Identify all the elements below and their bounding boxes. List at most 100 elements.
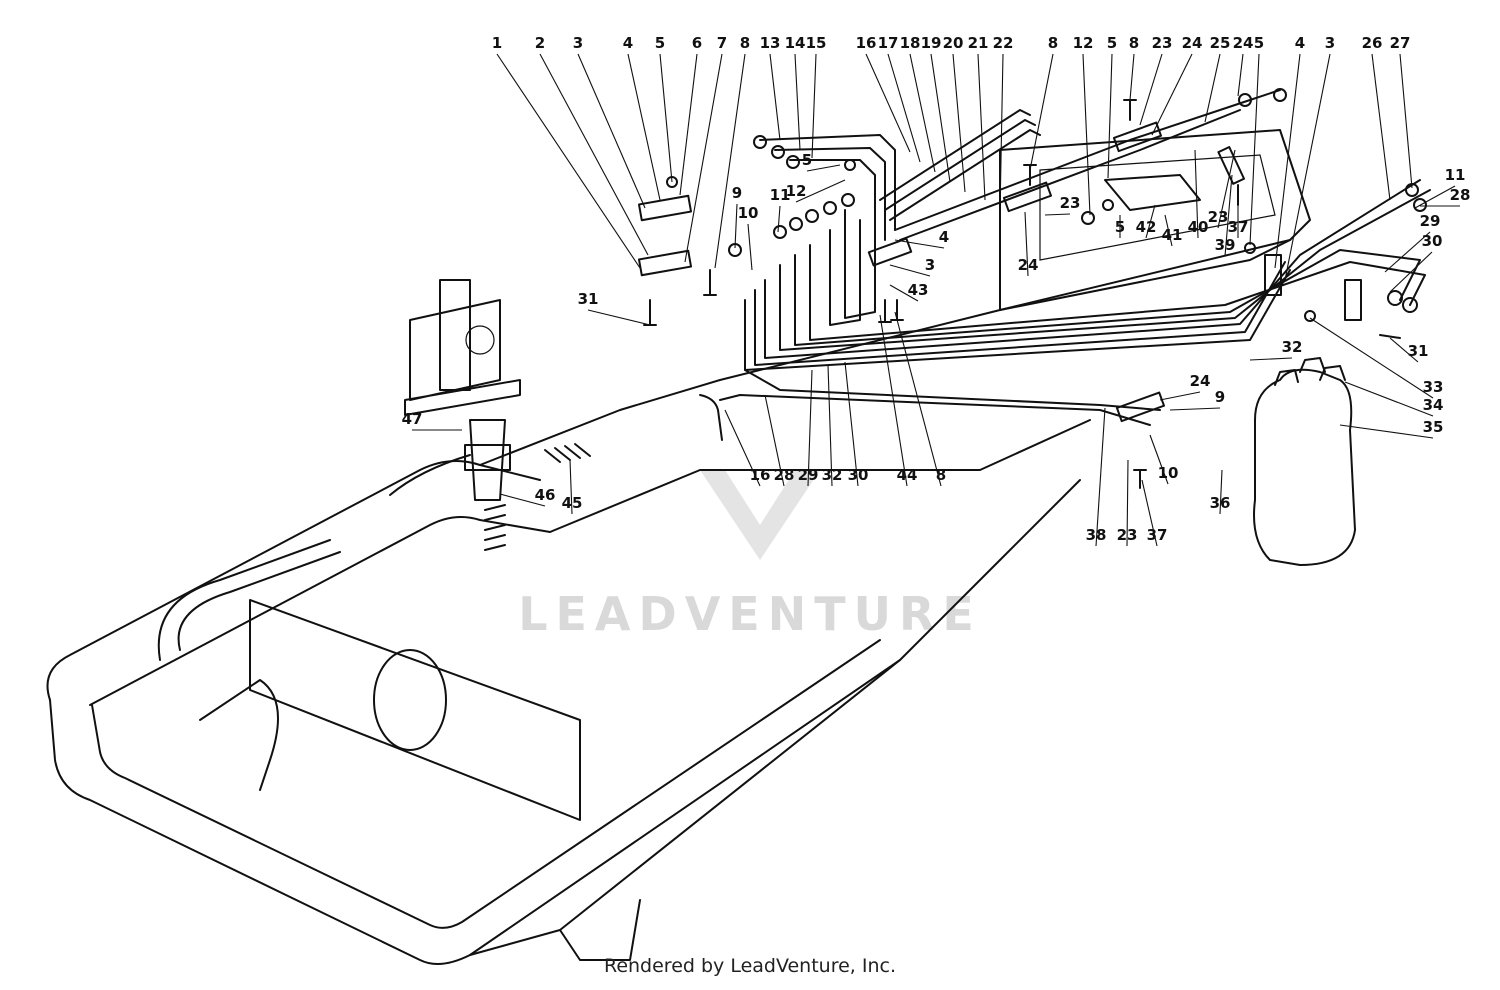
valve-port [1299,357,1326,373]
callout-label: 39 [1215,236,1236,254]
callout-label: 22 [993,34,1014,52]
bracket-plate [1217,146,1246,185]
fitting-nut [789,217,803,231]
callout-label: 47 [402,410,423,428]
callout-leader-line [827,364,833,487]
callout-leader-line [1159,391,1201,401]
hydraulic-line [719,394,1151,426]
front-tube-loop [157,539,341,791]
callout-leader-line [577,53,646,209]
callout-leader-line [807,369,813,487]
callout-leader-line [539,53,649,256]
line-clamp [867,237,913,267]
callout-leader-line [587,309,651,326]
callout-label: 10 [1158,464,1179,482]
nut [1304,310,1316,322]
callout-label: 8 [936,466,946,484]
hydraulic-line [809,244,1426,341]
hydraulic-line [764,179,1421,359]
bolt [1123,99,1137,121]
callout-label: 14 [785,34,806,52]
callout-label: 42 [1136,218,1157,236]
callout-label: 27 [1390,34,1411,52]
fitting-nut [841,193,855,207]
callout-leader-line [1414,185,1456,209]
steering-column-mount [404,279,521,416]
hydraulic-line [884,119,1036,211]
steering-mount-hole [465,325,495,355]
callout-leader-line [499,493,546,507]
callout-leader-line [879,314,908,487]
callout-label: 45 [562,494,583,512]
callout-leader-line [714,53,746,269]
bolt [890,299,904,321]
callout-leader-line [734,203,738,249]
callout-label: 3 [925,256,935,274]
callout-leader-line [1095,407,1106,547]
callout-leader-line [977,53,986,201]
callout-label: 33 [1423,378,1444,396]
callout-label: 7 [717,34,727,52]
callout-label: 23 [1152,34,1173,52]
callout-leader-line [952,53,966,193]
callout-label: 24 [1182,34,1203,52]
nut [844,159,856,171]
fitting-nut [1273,88,1287,102]
callout-leader-line [1204,53,1221,123]
callout-label: 11 [770,186,791,204]
callout-label: 38 [1086,526,1107,544]
callout-leader-line [889,284,919,302]
callout-label: 5 [1107,34,1117,52]
control-components [389,357,1356,566]
fitting-nut [771,145,785,159]
callout-leader-line [747,223,753,271]
hydraulic-line [879,109,1031,201]
callout-leader-line [887,53,921,163]
callout-leader-line [659,53,673,183]
bolt [703,269,717,296]
callout-leader-line [777,205,781,233]
fitting-nut [823,201,837,215]
callout-leader-line [894,311,942,487]
callout-label: 20 [943,34,964,52]
callout-leader-line [724,409,761,487]
callout-label: 25 [1210,34,1231,52]
callout-leader-line [1389,251,1433,293]
frame-left-side-rail [479,239,1291,466]
callout-label: 5 [655,34,665,52]
footer-credit: Rendered by LeadVenture, Inc. [603,955,897,977]
callout-leader-line [1169,407,1221,411]
hydraulic-line [794,249,1421,346]
bolt [1133,469,1147,489]
callout-leader-line [1217,149,1236,229]
callout-label: 37 [1147,526,1168,544]
callout-label: 21 [968,34,989,52]
hydraulic-line [899,109,1241,241]
callout-label: 6 [692,34,702,52]
fitting-nut [786,155,800,169]
callout-label: 40 [1188,218,1209,236]
callout-leader-line [1371,53,1391,201]
valve-port [1319,365,1346,381]
watermark-logo-mark [700,470,820,560]
line-clamp [1002,181,1053,213]
callout-label: 4 [939,228,949,246]
callout-label: 28 [774,466,795,484]
callout-leader-line [764,394,785,487]
callout-label: 2 [535,34,545,52]
callout-leader-line [1309,317,1434,399]
callout-label: 32 [1282,338,1303,356]
callout-leader-line [1082,53,1091,216]
callout-label: 10 [738,204,759,222]
callout-label: 43 [908,281,929,299]
callout-leader-line [1107,53,1113,179]
callout-leader-line [844,361,859,487]
callout-label: 30 [848,466,869,484]
callout-leader-line [1129,53,1135,101]
frame-lower-rail [469,479,1081,956]
callout-label: 13 [760,34,781,52]
callout-label: 28 [1450,186,1471,204]
callout-leader-line [679,53,698,196]
